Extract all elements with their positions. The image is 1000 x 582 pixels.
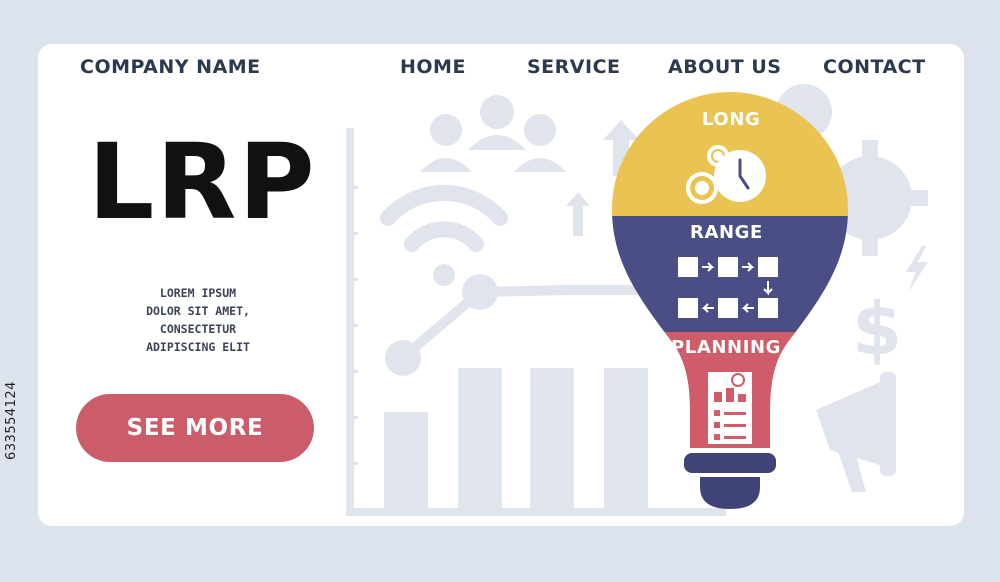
wifi-icon bbox=[380, 184, 508, 252]
nav-home[interactable]: HOME bbox=[400, 56, 466, 78]
gears-icon bbox=[686, 145, 729, 204]
svg-text:$: $ bbox=[852, 287, 902, 371]
dollar-icon: $ bbox=[852, 287, 902, 371]
body-line: LOREM IPSUM bbox=[159, 286, 237, 300]
lightning-icon bbox=[906, 246, 928, 292]
body-line: ADIPISCING ELIT bbox=[146, 340, 250, 354]
body-text: LOREM IPSUM DOLOR SIT AMET, CONSECTETUR … bbox=[118, 284, 278, 356]
stock-id: 633554124 bbox=[4, 381, 19, 460]
chart-icon bbox=[346, 128, 726, 516]
megaphone-icon bbox=[816, 372, 896, 492]
body-line: DOLOR SIT AMET, bbox=[146, 304, 250, 318]
flowchart-icon bbox=[678, 257, 778, 318]
bulb-label-planning: PLANNING bbox=[671, 337, 782, 358]
nav-contact[interactable]: CONTACT bbox=[823, 56, 926, 78]
brand-name[interactable]: COMPANY NAME bbox=[80, 56, 261, 78]
document-icon bbox=[708, 372, 752, 444]
bulb-base bbox=[684, 453, 776, 509]
nav-about-us[interactable]: ABOUT US bbox=[668, 56, 782, 78]
bulb-label-range: RANGE bbox=[690, 222, 763, 243]
nav-service[interactable]: SERVICE bbox=[527, 56, 621, 78]
clock-icon bbox=[714, 150, 766, 202]
headline: LRP bbox=[88, 121, 317, 243]
see-more-button[interactable]: SEE MORE bbox=[76, 394, 314, 462]
arrow-up-icon bbox=[566, 120, 639, 236]
body-line: CONSECTETUR bbox=[159, 322, 237, 336]
people-icon bbox=[420, 95, 566, 172]
bulb-label-long: LONG bbox=[702, 109, 761, 130]
